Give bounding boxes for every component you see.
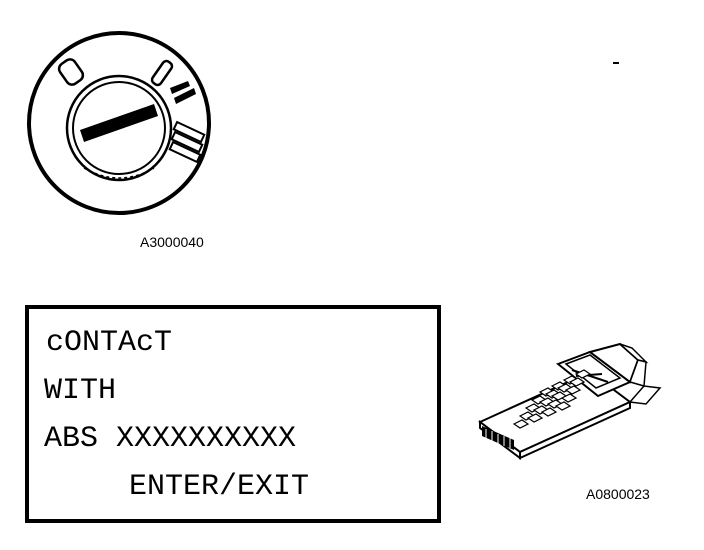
display-line-3: ABS XXXXXXXXXX bbox=[44, 422, 297, 456]
figure-caption-switch: A3000040 bbox=[140, 234, 204, 250]
display-line-1: cONTAcT bbox=[46, 326, 173, 360]
stray-mark bbox=[613, 62, 619, 64]
display-line-2: WITH bbox=[44, 374, 117, 408]
figure-caption-tester: A0800023 bbox=[586, 486, 650, 502]
display-line-4: ENTER/EXIT bbox=[129, 470, 310, 504]
handheld-tester-icon bbox=[478, 342, 662, 460]
tester-display-screen: cONTAcT WITH ABS XXXXXXXXXX ENTER/EXIT bbox=[25, 305, 441, 523]
ignition-switch-icon bbox=[27, 31, 211, 215]
